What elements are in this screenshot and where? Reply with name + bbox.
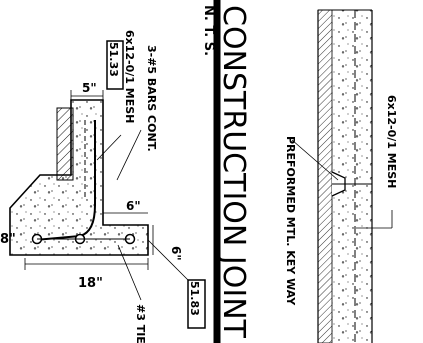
ref-bottom-label: 51.83 [188, 281, 201, 316]
mesh-note-right: 6x12-0/1 MESH [385, 95, 398, 188]
mesh-note-left: 6x12-0/1 MESH [123, 30, 136, 123]
dim-5-label: 5" [82, 81, 97, 95]
scale-note: N. T. S. [201, 5, 216, 56]
curb-section-detail: 5" 6" 6" 18" 8" 3-#5 BARS CONT. 6x12-0/1… [0, 30, 206, 343]
mesh-leader [96, 134, 122, 161]
ref-top-label: 51.33 [107, 42, 120, 77]
dim-6h-label: 6" [126, 199, 141, 213]
tie-note: #3 TIE [134, 304, 147, 343]
drawing-title: CONSTRUCTION JOINT [216, 5, 251, 339]
ref-box-top [106, 40, 124, 90]
tie-leader [117, 244, 142, 301]
bars-note: 3-#5 BARS CONT. [145, 45, 158, 152]
concrete-curb-outline [9, 99, 149, 256]
bars-leader [116, 129, 142, 181]
ref-box-bottom [187, 279, 206, 329]
keyway-note: PREFORMED MTL. KEY WAY [284, 136, 297, 306]
dim-6v-label: 6" [169, 246, 183, 261]
keyway-leader [291, 139, 339, 181]
dim-8-label: 8" [0, 232, 16, 247]
dim-18-label: 18" [78, 276, 103, 291]
ref-bottom-leader [147, 239, 189, 281]
subbase-hatch [317, 9, 333, 343]
title-block: CONSTRUCTION JOINT N. T. S. [201, 0, 251, 343]
joint-section-detail: PREFORMED MTL. KEY WAY 6x12-0/1 MESH [284, 9, 398, 343]
